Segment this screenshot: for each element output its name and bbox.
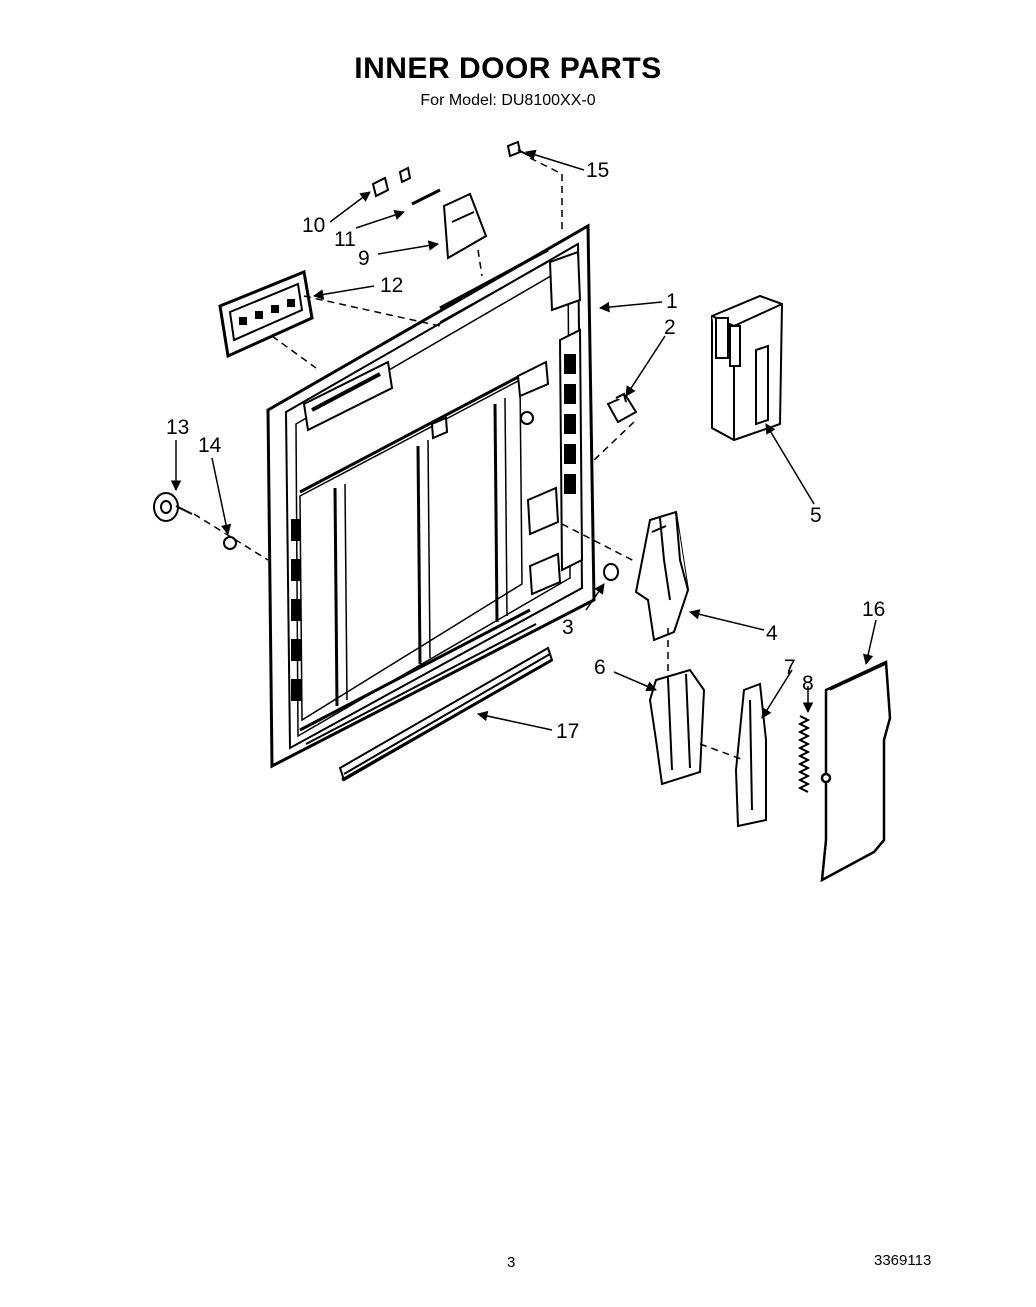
callout-13: 13 bbox=[166, 416, 189, 439]
callout-leaders bbox=[170, 149, 877, 731]
callout-12: 12 bbox=[380, 274, 403, 297]
callout-1: 1 bbox=[666, 290, 678, 313]
model-subtitle: For Model: DU8100XX-0 bbox=[420, 92, 596, 109]
knob-and-washer bbox=[153, 492, 237, 550]
document-number: 3369113 bbox=[874, 1252, 932, 1269]
callout-5: 5 bbox=[810, 504, 822, 527]
handle-trim bbox=[218, 269, 314, 359]
callout-8: 8 bbox=[802, 672, 814, 695]
page-number: 3 bbox=[507, 1254, 516, 1271]
assembly-lines bbox=[193, 157, 745, 761]
page-title: INNER DOOR PARTS bbox=[354, 52, 662, 85]
small-hardware bbox=[371, 140, 531, 206]
latch-housing bbox=[711, 294, 784, 442]
latch-assembly bbox=[634, 510, 690, 642]
screw bbox=[603, 563, 619, 581]
callout-2: 2 bbox=[664, 316, 676, 339]
callout-15: 15 bbox=[586, 159, 609, 182]
callout-6: 6 bbox=[594, 656, 606, 679]
callout-11: 11 bbox=[334, 228, 356, 251]
callout-17: 17 bbox=[556, 720, 579, 743]
callout-10: 10 bbox=[302, 214, 325, 237]
cover-plate bbox=[442, 192, 488, 260]
callout-14: 14 bbox=[198, 434, 222, 457]
side-panel bbox=[820, 660, 892, 883]
inner-door-panel bbox=[266, 223, 596, 769]
slide-plate bbox=[734, 682, 767, 828]
latch-bracket bbox=[648, 668, 706, 786]
latch-clip bbox=[606, 392, 638, 424]
callout-4: 4 bbox=[766, 622, 778, 645]
bottom-seal-strip bbox=[338, 646, 554, 782]
callout-3: 3 bbox=[562, 616, 574, 639]
spring bbox=[797, 715, 811, 793]
callout-16: 16 bbox=[862, 598, 885, 621]
callout-7: 7 bbox=[784, 656, 796, 679]
callout-9: 9 bbox=[358, 247, 370, 270]
